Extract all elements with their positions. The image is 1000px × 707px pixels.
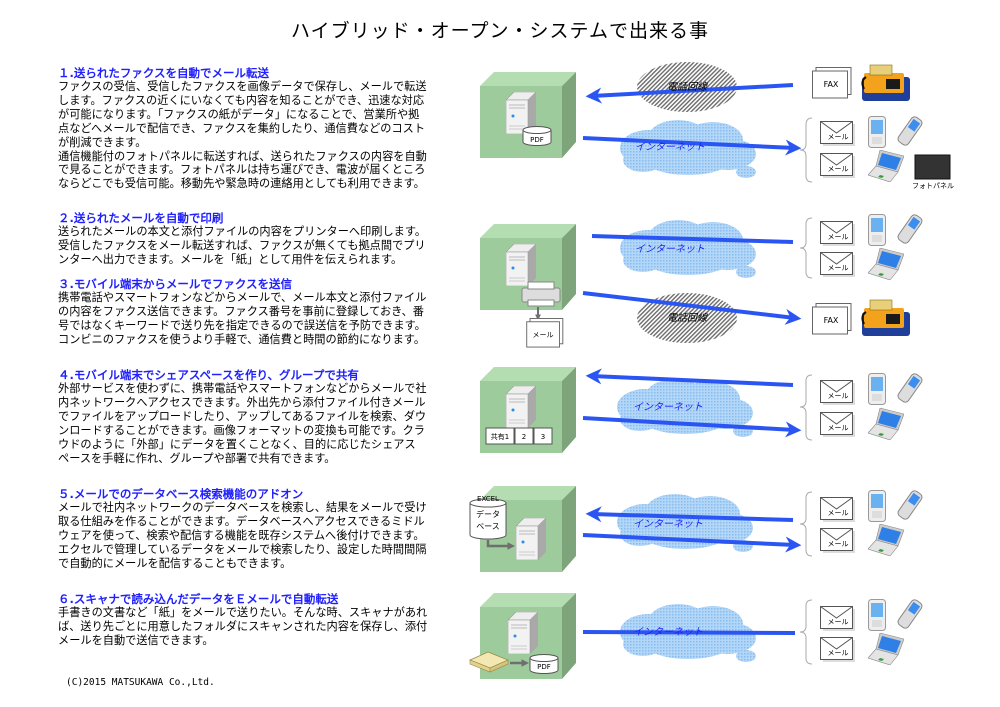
mail-label: メール <box>828 540 849 548</box>
database-label: ベース <box>476 522 500 531</box>
copyright: (C)2015 MATSUKAWA Co.,Ltd. <box>66 677 215 688</box>
internet-label: インターネット <box>633 518 703 530</box>
laptop-icon <box>868 248 904 280</box>
section-heading: ３.モバイル端末からメールでファクスを送信 <box>58 277 293 291</box>
fax-label: FAX <box>824 316 839 325</box>
phone-line-cloud <box>637 293 737 343</box>
mobile-phone-icon <box>896 490 924 520</box>
mail-label: メール <box>828 509 849 517</box>
smartphone-icon <box>868 214 886 246</box>
server-icon <box>516 518 546 560</box>
internet-label: インターネット <box>633 626 703 638</box>
smartphone-icon <box>868 373 886 405</box>
photo-panel-icon <box>914 154 951 180</box>
mail-label: メール <box>533 331 554 339</box>
bracket <box>799 217 813 279</box>
mobile-phone-icon <box>896 116 924 146</box>
section-body: ファクスの受信、受信したファクスを画像データで保存し、メールで転送 します。ファ… <box>58 80 427 191</box>
photo-panel-label: フォトパネル <box>912 182 954 190</box>
share-folder-3 <box>533 427 553 445</box>
share-label: 3 <box>541 433 545 441</box>
arrow-mail-out <box>582 416 802 438</box>
mail-label: メール <box>828 233 849 241</box>
arrow-mail-in <box>585 506 794 523</box>
excel-label: EXCEL <box>477 495 499 503</box>
bracket <box>799 117 813 183</box>
share-label: 2 <box>522 433 526 441</box>
section-share-space: ４.モバイル端末でシェアスペースを作り、グループで共有 外部サービスを使わずに、… <box>58 368 458 465</box>
arrow-mail-in <box>591 234 794 244</box>
database-icon <box>469 498 507 540</box>
section-db-search: ５.メールでのデータベース検索機能のアドオン メールで社内ネットワークのデータベ… <box>58 487 458 571</box>
pdf-label: PDF <box>530 136 544 144</box>
laptop-icon <box>868 150 904 182</box>
printer-icon <box>521 281 561 307</box>
bracket <box>799 599 813 665</box>
mobile-phone-icon <box>896 599 924 629</box>
arrow-mail-in <box>585 368 794 387</box>
fax-label: FAX <box>824 80 839 89</box>
section-heading: ２.送られたメールを自動で印刷 <box>58 211 224 225</box>
phone-line-label: 電話回線 <box>667 81 708 93</box>
mail-label: メール <box>828 133 849 141</box>
section-body: 手書きの文書など「紙」をメールで送りたい。そんな時、スキャナがあれ ば、送り先ご… <box>58 606 428 647</box>
section-scanner: ６.スキャナで読み込んだデータをＥメールで自動転送 手書きの文書など「紙」をメー… <box>58 592 458 648</box>
section-body: 外部サービスを使わずに、携帯電話やスマートフォンなどからメールで社 内ネットワー… <box>58 382 427 465</box>
laptop-icon <box>868 524 904 556</box>
section-heading: ５.メールでのデータベース検索機能のアドオン <box>58 487 304 501</box>
arrow-fax-in <box>585 83 794 104</box>
page-title: ハイブリッド・オープン・システムで出来る事 <box>291 20 709 42</box>
section-mobile-fax: ３.モバイル端末からメールでファクスを送信 携帯電話やスマートフォンなどからメー… <box>58 277 458 347</box>
share-label: 共有1 <box>491 432 509 441</box>
bracket <box>799 491 813 557</box>
pdf-label: PDF <box>537 663 551 671</box>
section-fax-to-mail: １.送られたファクスを自動でメール転送 ファクスの受信、受信したファクスを画像デ… <box>58 66 458 191</box>
internet-label: インターネット <box>635 141 705 153</box>
smartphone-icon <box>868 599 886 631</box>
server-icon <box>508 612 538 654</box>
phone-line-cloud <box>637 62 737 112</box>
internet-label: インターネット <box>635 243 705 255</box>
fax-machine-icon <box>861 64 911 102</box>
share-folder-1 <box>485 427 515 445</box>
arrow-mail-out <box>582 136 802 156</box>
smartphone-icon <box>868 116 886 148</box>
mail-label: メール <box>828 424 849 432</box>
server-icon <box>506 386 536 428</box>
bracket <box>799 374 813 441</box>
mail-label: メール <box>828 392 849 400</box>
fax-machine-icon <box>861 299 911 337</box>
section-body: メールで社内ネットワークのデータベースを検索し、結果をメールで受け 取る仕組みを… <box>58 501 427 570</box>
mail-label: メール <box>828 165 849 173</box>
mobile-phone-icon <box>896 373 924 403</box>
share-folder-2 <box>514 427 534 445</box>
section-body: 送られたメールの本文と添付ファイルの内容をプリンターへ印刷します。 受信したファ… <box>58 225 427 266</box>
section-mail-print: ２.送られたメールを自動で印刷 送られたメールの本文と添付ファイルの内容をプリン… <box>58 211 458 267</box>
section-body: 携帯電話やスマートフォンなどからメールで、メール本文と添付ファイル の内容をファ… <box>58 291 427 346</box>
laptop-icon <box>868 408 904 440</box>
mail-label: メール <box>828 649 849 657</box>
arrow-mail-out <box>582 533 802 553</box>
mobile-phone-icon <box>896 214 924 244</box>
smartphone-icon <box>868 490 886 522</box>
mail-label: メール <box>828 264 849 272</box>
section-heading: ６.スキャナで読み込んだデータをＥメールで自動転送 <box>58 592 339 606</box>
arrow-mail-out <box>582 630 796 635</box>
phone-line-label: 電話回線 <box>667 312 708 324</box>
database-label: データ <box>476 509 500 519</box>
internet-label: インターネット <box>633 401 703 413</box>
db-to-server-arrow <box>486 540 515 550</box>
section-heading: ４.モバイル端末でシェアスペースを作り、グループで共有 <box>58 368 359 382</box>
server-icon <box>506 244 536 286</box>
arrow-fax-out <box>582 291 802 325</box>
section-heading: １.送られたファクスを自動でメール転送 <box>58 66 270 80</box>
mail-label: メール <box>828 618 849 626</box>
laptop-icon <box>868 633 904 665</box>
scanner-icon <box>468 651 510 673</box>
